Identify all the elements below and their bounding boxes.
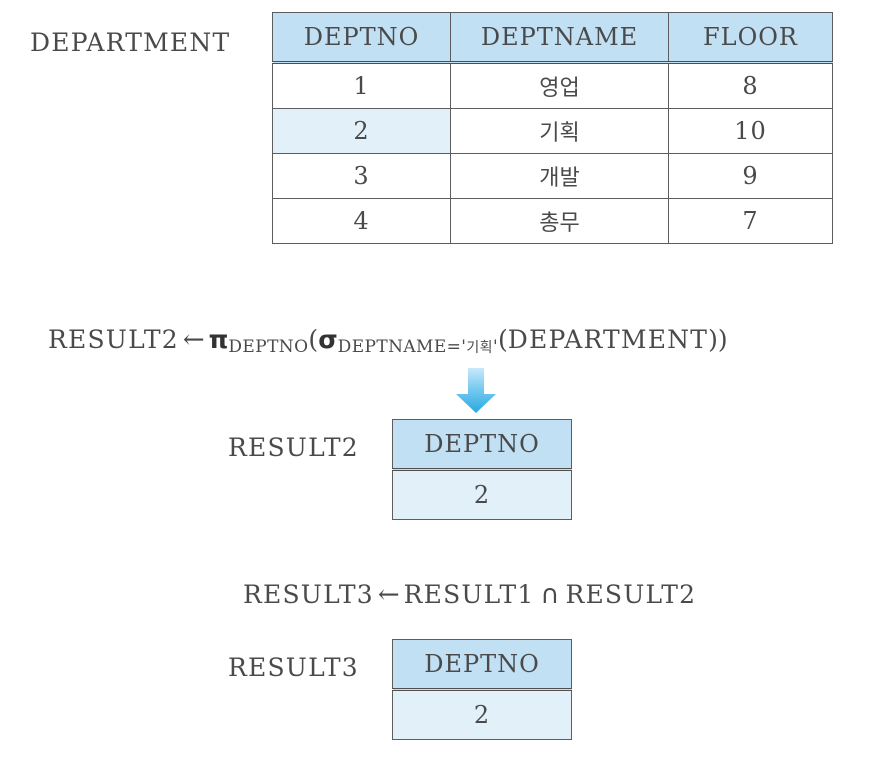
selection-condition-suffix: ' [492,337,499,357]
down-arrow-icon [456,368,496,413]
open-paren: ( [308,325,319,354]
column-header-deptname: DEPTNAME [450,12,669,64]
projection-attribute: DEPTNO [228,337,309,357]
intersection-symbol: ∩ [540,580,560,610]
table-row: 2 [392,689,572,740]
result3-relation-label: RESULT3 [228,653,359,682]
cell-deptno: 2 [392,689,572,740]
result2-table: DEPTNO 2 [392,419,572,520]
expression-target: RESULT3 [243,580,374,609]
column-header-floor: FLOOR [668,12,833,64]
table-header-row: DEPTNO DEPTNAME FLOOR [272,12,833,64]
cell-deptno: 3 [272,153,451,199]
selection-condition-value: 기획 [466,340,493,356]
department-relation-label: DEPARTMENT [30,28,231,57]
department-table: DEPTNO DEPTNAME FLOOR 1 영업 8 2 기획 10 3 개… [272,12,833,244]
table-row: 3 개발 9 [272,153,833,199]
table-row: 1 영업 8 [272,62,833,109]
table-header-row: DEPTNO [392,639,572,691]
assignment-arrow-icon: ← [377,580,400,610]
cell-deptno: 2 [392,469,572,520]
column-header-deptno: DEPTNO [392,639,572,691]
right-operand: RESULT2 [565,580,697,609]
relational-algebra-expression-result2: RESULT2←πDEPTNO(σDEPTNAME='기획'(DEPARTMEN… [48,325,728,357]
column-header-deptno: DEPTNO [392,419,572,471]
table-row: 2 기획 10 [272,108,833,154]
result3-table: DEPTNO 2 [392,639,572,740]
projection-symbol: π [208,325,229,354]
close-parens: )) [708,325,728,354]
cell-deptname: 총무 [450,198,669,244]
cell-deptname: 기획 [450,108,669,154]
table-header-row: DEPTNO [392,419,572,471]
cell-deptno: 4 [272,198,451,244]
selection-condition-prefix: DEPTNAME=' [337,337,467,357]
left-operand: RESULT1 [403,580,535,609]
assignment-arrow-icon: ← [182,325,205,355]
table-row: 4 총무 7 [272,198,833,244]
relational-algebra-expression-result3: RESULT3←RESULT1∩RESULT2 [243,580,696,610]
result2-relation-label: RESULT2 [228,433,359,462]
cell-floor: 9 [668,153,833,199]
cell-deptno: 1 [272,62,451,109]
cell-floor: 8 [668,62,833,109]
cell-deptname: 개발 [450,153,669,199]
expression-relation: DEPARTMENT [507,325,709,354]
column-header-deptno: DEPTNO [272,12,451,64]
selection-symbol: σ [318,325,338,354]
cell-deptno: 2 [272,108,451,154]
cell-floor: 7 [668,198,833,244]
expression-target: RESULT2 [48,325,179,354]
table-row: 2 [392,469,572,520]
cell-deptname: 영업 [450,62,669,109]
open-paren-inner: ( [498,325,508,354]
cell-floor: 10 [668,108,833,154]
